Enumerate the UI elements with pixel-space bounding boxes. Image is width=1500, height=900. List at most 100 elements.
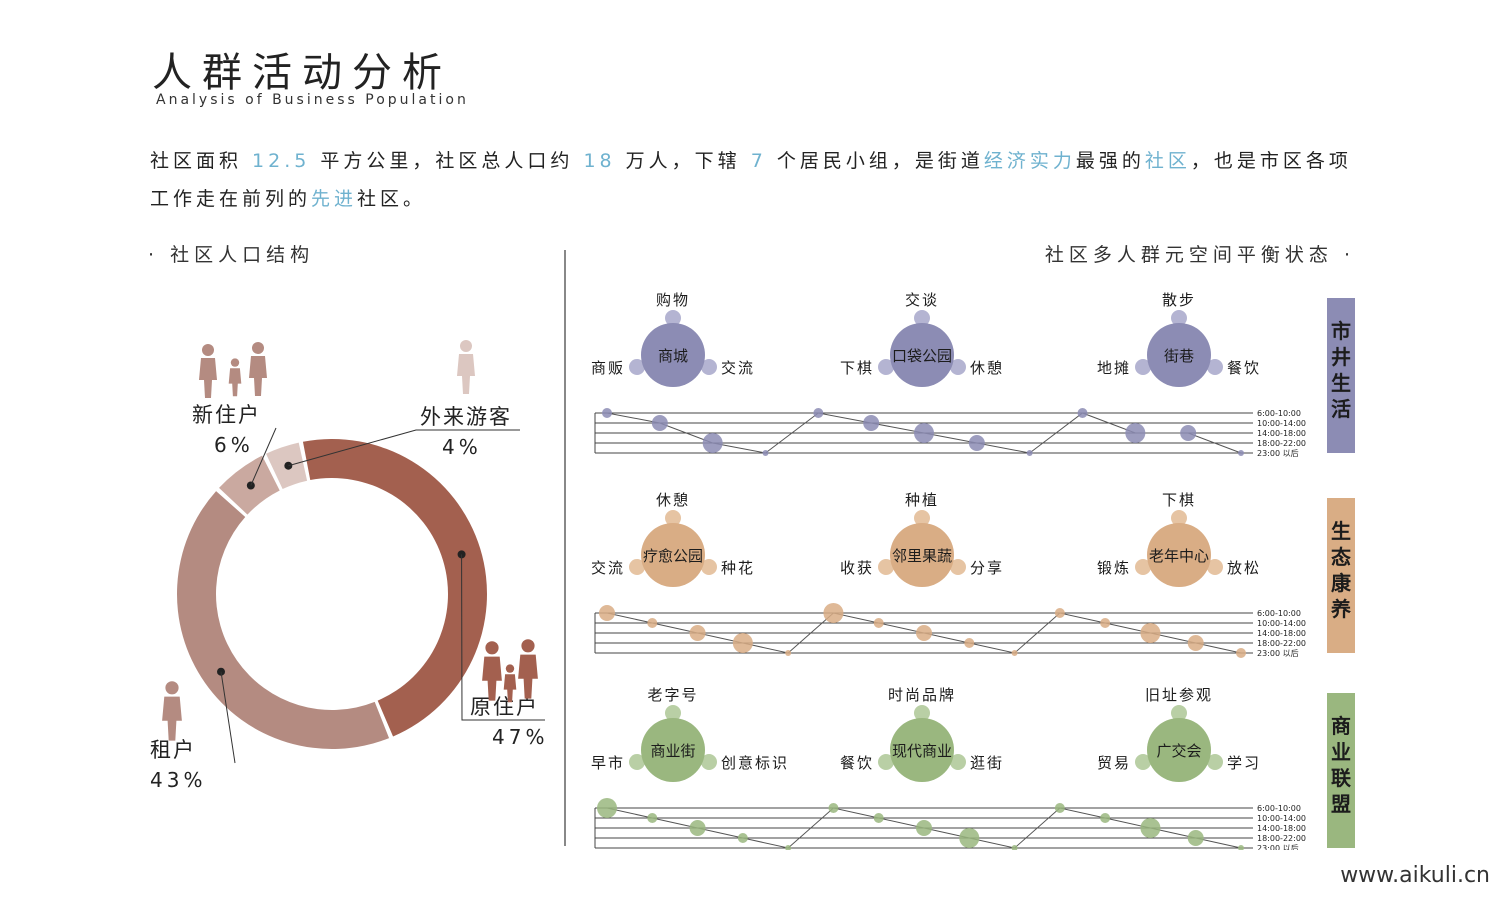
- space-balance-diagram: 市井生活商城购物商贩交流口袋公园交谈下棋休憩街巷散步地摊餐饮6:00-10:00…: [591, 291, 1355, 850]
- timeline-point: [702, 433, 723, 453]
- intro-text: 个居民小组，是街道: [766, 150, 984, 172]
- timeline-point: [968, 435, 985, 451]
- timeline-point: [732, 633, 753, 653]
- person-silhouette-icon: [199, 344, 217, 398]
- space-node: 广交会旧址参观贸易学习: [1097, 686, 1259, 782]
- donut-slice: [177, 491, 390, 749]
- space-node: 老年中心下棋锻炼放松: [1097, 491, 1261, 587]
- node-left-label: 早市: [591, 754, 625, 772]
- node-satellite: [665, 310, 681, 326]
- timeline-slot-label: 6:00-10:00: [1257, 804, 1301, 813]
- space-node: 邻里果蔬种植收获分享: [840, 491, 1002, 587]
- node-satellite: [950, 359, 966, 375]
- timeline-point: [599, 605, 615, 621]
- timeline-slot-label: 10:00-14:00: [1257, 619, 1306, 628]
- node-hub-label: 广交会: [1156, 742, 1201, 760]
- person-silhouette-icon: [162, 681, 182, 741]
- timeline-slot-label: 14:00-18:00: [1257, 629, 1306, 638]
- category-band-char: 井: [1331, 345, 1351, 369]
- timeline-point: [1180, 425, 1197, 441]
- node-hub: [641, 718, 705, 782]
- node-hub-label: 商城: [658, 347, 688, 365]
- intro-text: 万人，下辖: [615, 150, 751, 172]
- page-subtitle: Analysis of Business Population: [156, 92, 469, 108]
- node-satellite: [1207, 359, 1223, 375]
- category-band-char: 养: [1330, 597, 1351, 621]
- timeline-point: [647, 813, 658, 823]
- intro-text: 社区面积: [150, 150, 253, 172]
- timeline-point: [1026, 450, 1033, 456]
- timeline-slot-label: 23:00 以后: [1257, 648, 1299, 658]
- node-hub-label: 街巷: [1164, 347, 1194, 365]
- timeline-point: [785, 650, 792, 656]
- timeline-point: [597, 798, 617, 818]
- timeline-slot-label: 18:00-22:00: [1257, 639, 1306, 648]
- node-hub: [890, 323, 954, 387]
- category-band-char: 盟: [1331, 792, 1351, 816]
- node-hub: [890, 523, 954, 587]
- node-satellite: [1171, 510, 1187, 526]
- timeline-slot-label: 14:00-18:00: [1257, 824, 1306, 833]
- timeline-point: [762, 450, 769, 456]
- timeline-point: [863, 415, 880, 431]
- node-satellite: [629, 754, 645, 770]
- node-satellite: [1135, 754, 1151, 770]
- footer-url: www.aikuli.cn: [1340, 863, 1490, 888]
- category-band-char: 联: [1331, 766, 1351, 790]
- timeline-point: [1054, 803, 1065, 813]
- category-band-char: 市: [1331, 319, 1351, 343]
- category-band-char: 态: [1331, 545, 1351, 569]
- intro-highlight: 社区: [1144, 150, 1191, 172]
- timeline-point: [914, 423, 934, 443]
- timeline-slot-label: 10:00-14:00: [1257, 814, 1306, 823]
- timeline-point: [916, 625, 932, 641]
- timeline-point: [1140, 623, 1161, 643]
- node-right-label: 放松: [1227, 559, 1261, 577]
- space-node: 街巷散步地摊餐饮: [1097, 291, 1259, 387]
- node-hub: [1147, 523, 1211, 587]
- node-hub-label: 疗愈公园: [643, 547, 703, 565]
- timeline-point: [1125, 423, 1146, 443]
- donut-leader-dot: [246, 481, 255, 490]
- timeline-slot-label: 6:00-10:00: [1257, 409, 1301, 418]
- donut-leader-line: [461, 554, 545, 721]
- timeline-slot-label: 18:00-22:00: [1257, 834, 1306, 843]
- timeline-point: [647, 618, 658, 628]
- timeline: 6:00-10:0010:00-14:0014:00-18:0018:00-22…: [594, 408, 1306, 458]
- timeline-point: [689, 820, 706, 836]
- donut-slice-value: 6%: [214, 433, 254, 457]
- person-silhouette-icon: [457, 340, 475, 394]
- node-satellite: [878, 754, 894, 770]
- node-satellite: [701, 754, 717, 770]
- timeline-point: [813, 408, 824, 418]
- node-right-label: 休憩: [970, 359, 1004, 377]
- node-satellite: [914, 705, 930, 721]
- space-node: 商城购物商贩交流: [591, 291, 753, 387]
- node-left-label: 贸易: [1097, 754, 1131, 772]
- node-satellite: [914, 510, 930, 526]
- timeline-slot-label: 23:00 以后: [1257, 843, 1299, 850]
- intro-highlight: 18: [583, 150, 616, 172]
- node-satellite: [701, 559, 717, 575]
- intro-text: 最强的: [1075, 150, 1145, 172]
- node-left-label: 收获: [840, 559, 874, 577]
- space-balance-title: 社区多人群元空间平衡状态 ·: [1044, 244, 1355, 266]
- timeline-point: [651, 415, 668, 431]
- node-right-label: 种花: [721, 559, 755, 577]
- donut-slice-label: 新住户: [192, 403, 261, 427]
- timeline-slot-label: 23:00 以后: [1257, 448, 1299, 458]
- node-satellite: [665, 510, 681, 526]
- timeline-point: [1187, 830, 1204, 846]
- timeline: 6:00-10:0010:00-14:0014:00-18:0018:00-22…: [594, 603, 1306, 658]
- timeline-slot-label: 10:00-14:00: [1257, 419, 1306, 428]
- timeline-point: [959, 828, 980, 848]
- node-satellite: [1171, 705, 1187, 721]
- node-hub-label: 邻里果蔬: [892, 547, 952, 565]
- timeline-point: [689, 625, 706, 641]
- node-hub: [641, 323, 705, 387]
- space-node: 现代商业时尚品牌餐饮逛街: [840, 686, 1002, 782]
- category-band: [1327, 498, 1355, 653]
- space-node: 口袋公园交谈下棋休憩: [840, 291, 1004, 387]
- node-satellite: [1171, 310, 1187, 326]
